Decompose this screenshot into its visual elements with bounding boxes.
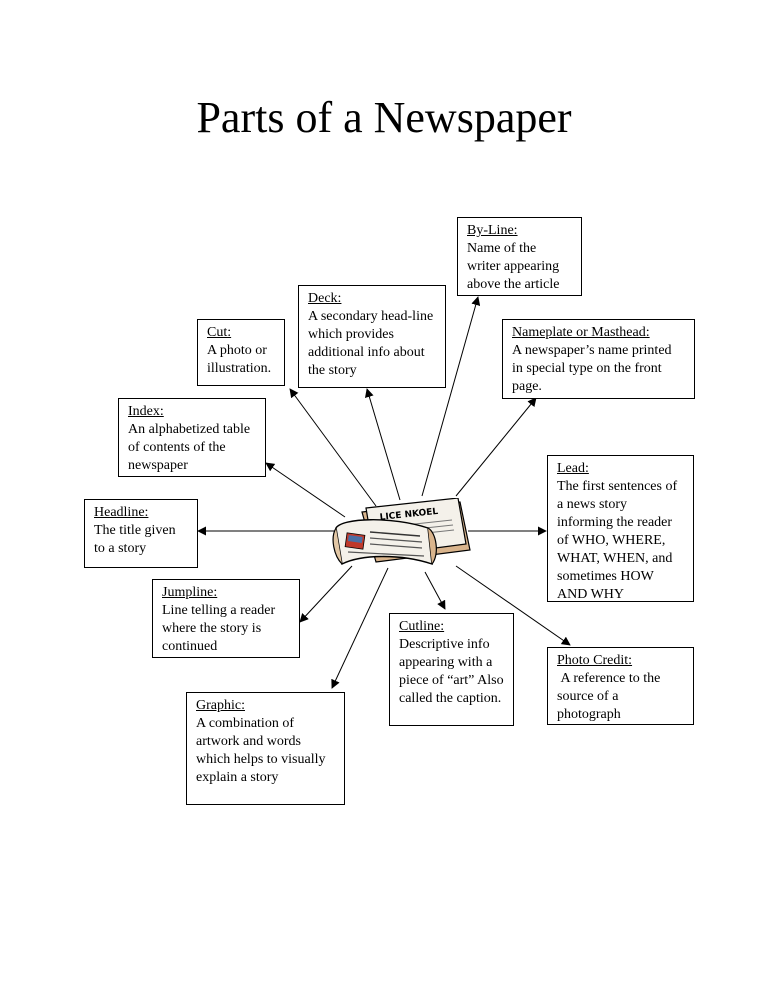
arrow-graphic	[331, 567, 389, 689]
part-nameplate-label: Nameplate or Masthead:	[512, 325, 650, 340]
part-lead-label: Lead:	[557, 461, 589, 476]
part-index-label: Index:	[128, 404, 164, 419]
arrow-deck	[364, 388, 401, 501]
part-graphic-label: Graphic:	[196, 698, 245, 713]
arrow-cutline	[424, 571, 446, 610]
part-index-desc: An alphabetized table of contents of the…	[128, 422, 251, 473]
part-jumpline-desc: Line telling a reader where the story is…	[162, 603, 276, 654]
part-cut-desc: A photo or illustration.	[207, 343, 272, 376]
part-deck-label: Deck:	[308, 291, 342, 306]
arrow-nameplate	[455, 397, 537, 497]
part-byline-label: By-Line:	[467, 223, 518, 238]
part-cutline: Cutline: Descriptive info appearing with…	[389, 613, 514, 726]
part-jumpline-label: Jumpline:	[162, 585, 218, 600]
part-jumpline: Jumpline: Line telling a reader where th…	[152, 579, 300, 658]
arrow-photocredit	[455, 565, 571, 646]
arrow-byline	[421, 296, 481, 497]
arrow-jumpline	[299, 565, 353, 623]
part-headline-label: Headline:	[94, 505, 149, 520]
newspaper-icon: LICE NKOEL	[332, 498, 471, 566]
part-nameplate-desc: A newspaper’s name printed in special ty…	[512, 343, 672, 394]
part-index: Index: An alphabetized table of contents…	[118, 398, 266, 477]
part-lead: Lead: The first sentences of a news stor…	[547, 455, 694, 602]
part-graphic-desc: A combination of artwork and words which…	[196, 716, 326, 785]
part-cut-label: Cut:	[207, 325, 232, 340]
page-title: Parts of a Newspaper	[196, 93, 572, 142]
arrow-index	[265, 462, 346, 518]
part-headline-desc: The title given to a story	[94, 523, 176, 556]
part-photocredit-label: Photo Credit:	[557, 653, 633, 668]
part-nameplate: Nameplate or Masthead: A newspaper’s nam…	[502, 319, 695, 399]
part-headline: Headline: The title given to a story	[84, 499, 198, 568]
part-graphic: Graphic: A combination of artwork and wo…	[186, 692, 345, 805]
part-deck-desc: A secondary head-line which provides add…	[308, 309, 434, 378]
part-cut: Cut: A photo or illustration.	[197, 319, 285, 386]
part-photocredit: Photo Credit: A reference to the source …	[547, 647, 694, 725]
part-cutline-desc: Descriptive info appearing with a piece …	[399, 637, 504, 706]
part-photocredit-desc: A reference to the source of a photograp…	[557, 671, 664, 722]
part-cutline-label: Cutline:	[399, 619, 445, 634]
part-byline: By-Line: Name of the writer appearing ab…	[457, 217, 582, 296]
part-deck: Deck: A secondary head-line which provid…	[298, 285, 446, 388]
part-byline-desc: Name of the writer appearing above the a…	[467, 241, 560, 292]
arrow-cut	[289, 388, 377, 507]
part-lead-desc: The first sentences of a news story info…	[557, 479, 678, 602]
